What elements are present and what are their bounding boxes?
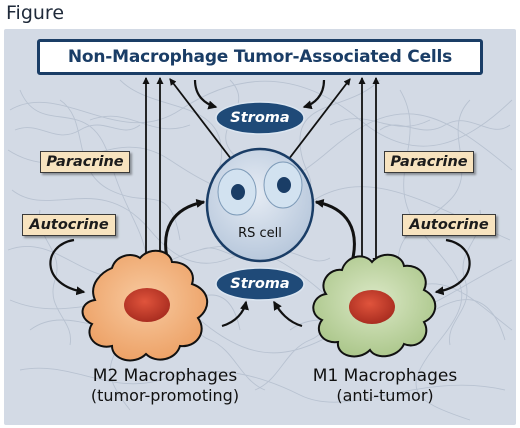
autocrine-loops	[49, 238, 471, 296]
right-paracrine-tag: Paracrine	[384, 151, 474, 173]
m2-label: M2 Macrophages (tumor-promoting)	[60, 366, 270, 406]
diagonal-arrows	[169, 78, 351, 169]
m1-title: M1 Macrophages	[312, 366, 458, 386]
m1-macrophage	[312, 253, 437, 358]
stroma-top-ellipse	[215, 101, 305, 135]
rs-cell	[205, 147, 315, 263]
m2-macrophage	[81, 249, 208, 362]
m2-nucleus	[124, 288, 170, 322]
right-autocrine-tag: Autocrine	[402, 214, 496, 236]
figure-label: Figure	[6, 2, 65, 24]
non-macrophage-cells-box: Non-Macrophage Tumor-Associated Cells	[37, 39, 483, 75]
m2-subtitle: (tumor-promoting)	[90, 386, 240, 405]
rs-cell-label: RS cell	[238, 226, 282, 241]
left-paracrine-tag: Paracrine	[40, 151, 130, 173]
stroma-bottom-label: Stroma	[230, 276, 290, 292]
m1-nucleus	[349, 290, 395, 324]
vertical-arrows	[142, 76, 380, 266]
left-autocrine-tag: Autocrine	[22, 214, 116, 236]
m2-title: M2 Macrophages	[92, 366, 238, 386]
stroma-output-arrows	[221, 300, 303, 328]
m1-label: M1 Macrophages (anti-tumor)	[290, 366, 480, 406]
m1-subtitle: (anti-tumor)	[336, 386, 434, 405]
stroma-top-label: Stroma	[230, 110, 290, 126]
stroma-input-arrows	[193, 79, 326, 110]
stroma-bottom-ellipse	[215, 267, 305, 301]
